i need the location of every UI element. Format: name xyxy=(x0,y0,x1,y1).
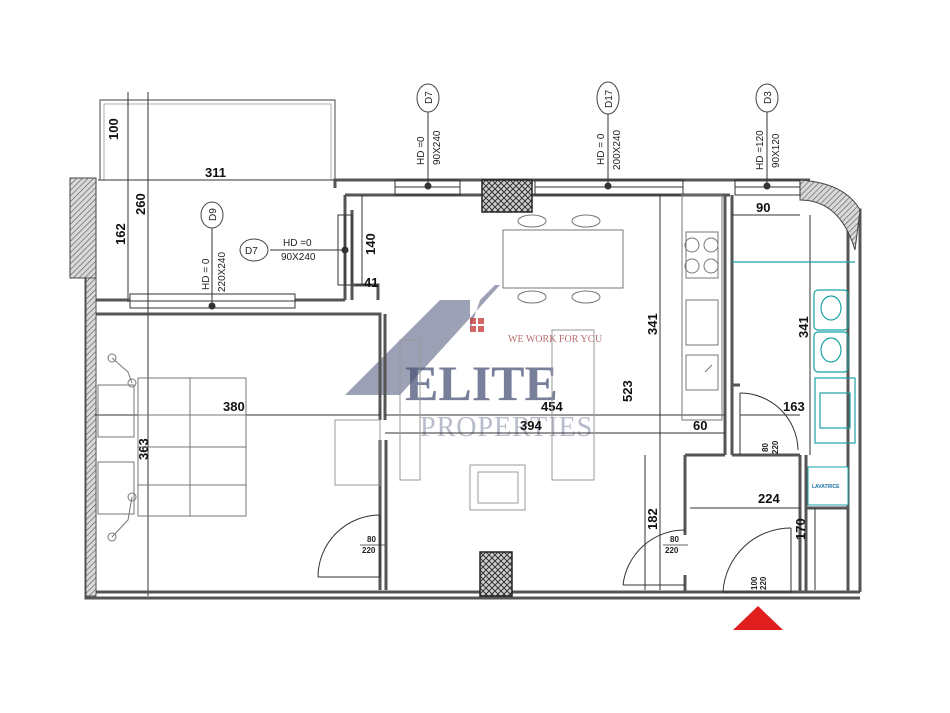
door-living[interactable] xyxy=(317,514,381,578)
opening-tag-d7-top: D7 HD =0 90X240 xyxy=(416,83,443,165)
dim-hall-41: 41 xyxy=(364,275,378,290)
washing-machine: LAVATRICE xyxy=(807,466,849,506)
door-living-height: 220 xyxy=(362,546,376,555)
dim-kitchen-341: 341 xyxy=(645,313,660,335)
dining-table xyxy=(502,214,624,304)
dim-balcony-left: 162 xyxy=(113,223,128,245)
opening-tag-d9: D9 HD = 0 220X240 xyxy=(200,201,228,292)
dim-balcony-width: 311 xyxy=(205,165,226,180)
kitchen-counter xyxy=(681,194,723,421)
svg-text:HD = 0: HD = 0 xyxy=(596,133,607,165)
column-bottom xyxy=(479,551,513,597)
dim-living-height: 363 xyxy=(136,438,151,460)
column-top xyxy=(481,179,533,213)
dim-bath-341: 341 xyxy=(796,316,811,338)
opening-tag-d17: D17 HD = 0 200X240 xyxy=(596,81,623,170)
dim-entry-182: 182 xyxy=(645,508,660,530)
sofa xyxy=(97,353,247,542)
dim-hall-170: 170 xyxy=(793,518,808,540)
dim-balcony-height: 260 xyxy=(133,193,148,215)
door-bathroom-width: 80 xyxy=(761,443,770,452)
svg-text:90X240: 90X240 xyxy=(281,252,316,263)
svg-text:HD =120: HD =120 xyxy=(755,130,766,170)
dim-kitchen-inner: 394 xyxy=(520,418,542,433)
svg-text:90X240: 90X240 xyxy=(432,130,443,165)
svg-text:HD = 0: HD = 0 xyxy=(201,258,212,290)
svg-text:D7: D7 xyxy=(424,91,435,104)
svg-text:D17: D17 xyxy=(604,89,615,108)
door-entry-height: 220 xyxy=(759,576,768,590)
dim-hall-140: 140 xyxy=(363,233,378,255)
watermark-name: ELITE xyxy=(405,355,558,411)
opening-tag-d7-left: D7 HD =0 90X240 xyxy=(239,238,316,263)
dim-hall-224: 224 xyxy=(758,491,780,506)
dim-kitchen-height: 523 xyxy=(620,380,635,402)
svg-text:HD =0: HD =0 xyxy=(283,238,312,249)
dimension-lines xyxy=(95,179,855,590)
wall-block-left xyxy=(69,177,97,279)
island xyxy=(399,329,595,511)
door-bathroom-height: 220 xyxy=(771,440,780,454)
windows-top xyxy=(129,179,801,309)
watermark-tagline: WE WORK FOR YOU xyxy=(508,334,603,345)
bay-wall xyxy=(799,179,861,251)
dim-bath-163: 163 xyxy=(783,399,805,414)
svg-text:90X120: 90X120 xyxy=(771,133,782,168)
door-bathroom[interactable] xyxy=(739,392,799,455)
door-kitchen[interactable] xyxy=(622,529,686,586)
svg-text:HD =0: HD =0 xyxy=(416,136,427,165)
door-entry[interactable] xyxy=(722,527,792,593)
wall-strip-left xyxy=(85,277,97,597)
door-kitchen-width: 80 xyxy=(670,535,679,544)
opening-leaders xyxy=(208,110,771,310)
tv-unit xyxy=(334,419,381,486)
bathroom-fixtures xyxy=(732,261,856,444)
watermark-subtitle: PROPERTIES xyxy=(420,412,593,443)
svg-text:220X240: 220X240 xyxy=(217,252,228,292)
svg-text:200X240: 200X240 xyxy=(612,130,623,170)
dim-living-width: 380 xyxy=(223,399,245,414)
dim-bath-90: 90 xyxy=(756,200,770,215)
dim-kitchen-60: 60 xyxy=(693,418,707,433)
svg-text:LAVATRICE: LAVATRICE xyxy=(812,484,840,490)
svg-text:D7: D7 xyxy=(245,246,258,257)
svg-text:D3: D3 xyxy=(763,91,774,104)
door-living-width: 80 xyxy=(367,535,376,544)
opening-tag-d3: D3 HD =120 90X120 xyxy=(755,83,782,170)
entrance-arrow-icon xyxy=(733,606,783,630)
dim-balcony-depth: 100 xyxy=(106,118,121,140)
door-entry-width: 100 xyxy=(750,576,759,590)
door-kitchen-height: 220 xyxy=(665,546,679,555)
svg-text:D9: D9 xyxy=(208,208,219,221)
